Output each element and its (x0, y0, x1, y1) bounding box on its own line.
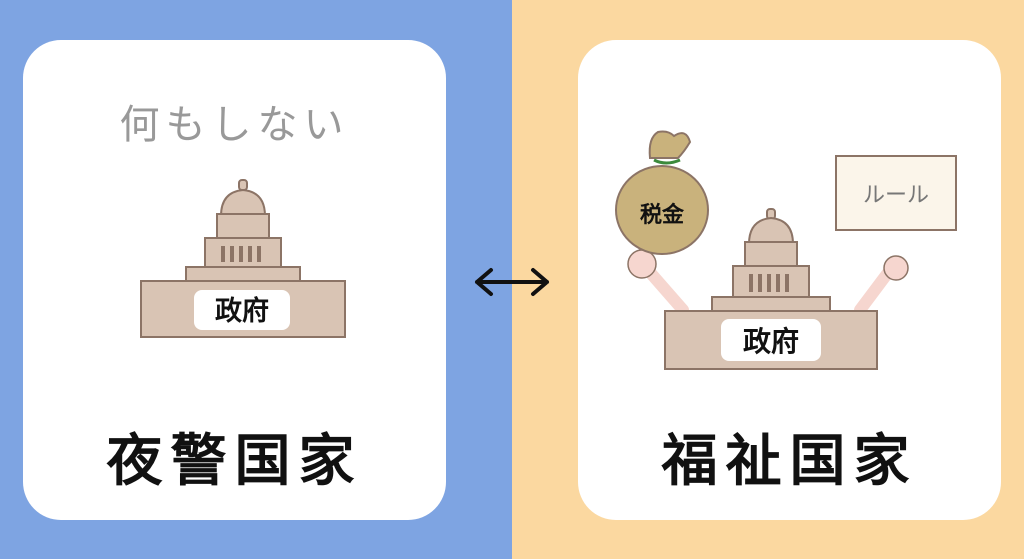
left-right-arrow-icon (475, 268, 549, 296)
welfare-government-illustration: 税金 ルール 政府 (615, 130, 957, 370)
government-building-icon: 政府 (140, 179, 346, 338)
money-bag-icon: 税金 (615, 130, 709, 255)
government-building-icon: 政府 (664, 208, 878, 370)
night-watchman-state-caption: 夜警国家 (106, 429, 363, 494)
do-nothing-subtitle: 何もしない (119, 102, 350, 148)
tax-label: 税金 (640, 202, 685, 228)
rules-sign-icon: ルール (835, 155, 957, 231)
welfare-state-caption: 福祉国家 (661, 429, 918, 494)
government-label: 政府 (743, 325, 799, 358)
night-watchman-state-card: 何もしない 政府 夜警国家 (23, 40, 446, 520)
welfare-state-card: 税金 ルール 政府 福祉国家 (578, 40, 1001, 520)
government-label: 政府 (215, 295, 269, 327)
rules-label: ルール (863, 183, 929, 208)
